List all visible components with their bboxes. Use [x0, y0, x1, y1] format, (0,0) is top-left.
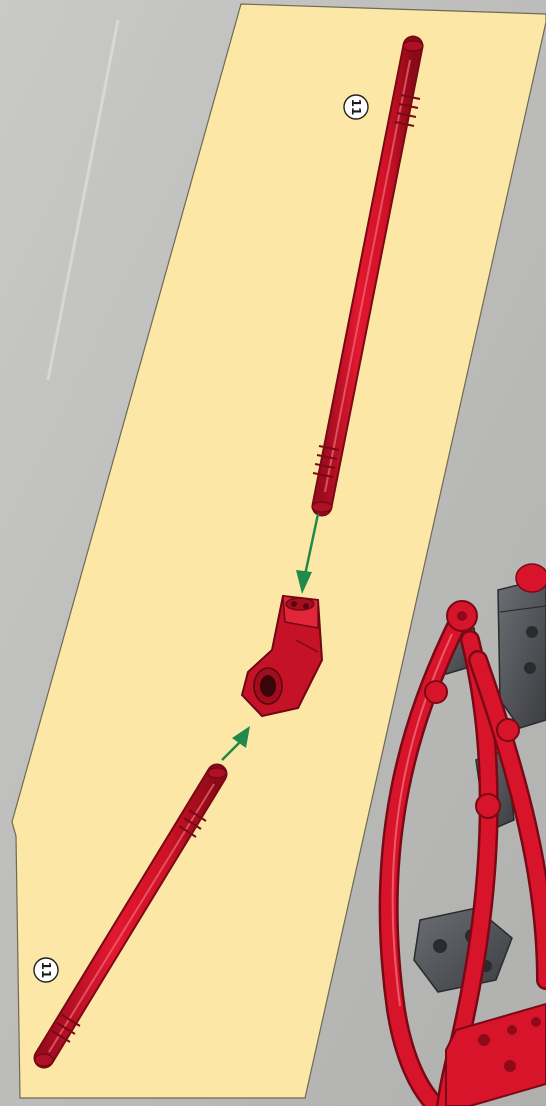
length-callout-bottom-text: 11: [39, 962, 53, 979]
length-callout-top-text: 11: [349, 99, 363, 116]
length-callout-bottom: 11: [34, 958, 58, 982]
length-callout-top: 11: [344, 95, 368, 119]
